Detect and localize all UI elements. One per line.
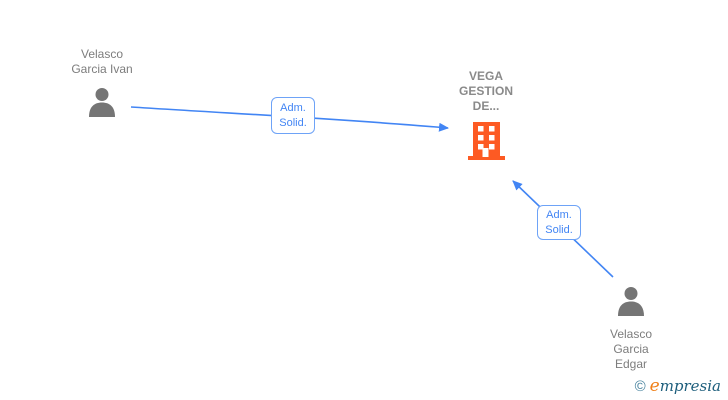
empresia-wordmark-rest: mpresia [659, 377, 721, 395]
person-icon [86, 87, 118, 122]
person-icon [615, 286, 647, 321]
node-person-ivan[interactable]: Velasco Garcia Ivan [40, 47, 164, 122]
node-person-edgar[interactable]: Velasco Garcia Edgar [571, 286, 691, 372]
edge-label-adm-solid-2: Adm. Solid. [537, 205, 581, 240]
empresia-wordmark-e: e [649, 376, 660, 396]
person-ivan-name: Velasco Garcia Ivan [71, 47, 133, 76]
copyright-symbol: © [634, 378, 646, 395]
node-company-vega[interactable]: VEGA GESTION DE... [426, 69, 546, 165]
empresia-wordmark: empresia [649, 376, 721, 396]
company-name: VEGA GESTION DE... [458, 69, 513, 113]
building-icon [467, 122, 505, 165]
edge-label-adm-solid-1: Adm. Solid. [271, 97, 315, 134]
empresia-logo[interactable]: ©empresia [635, 376, 721, 396]
person-edgar-name: Velasco Garcia Edgar [609, 327, 653, 371]
